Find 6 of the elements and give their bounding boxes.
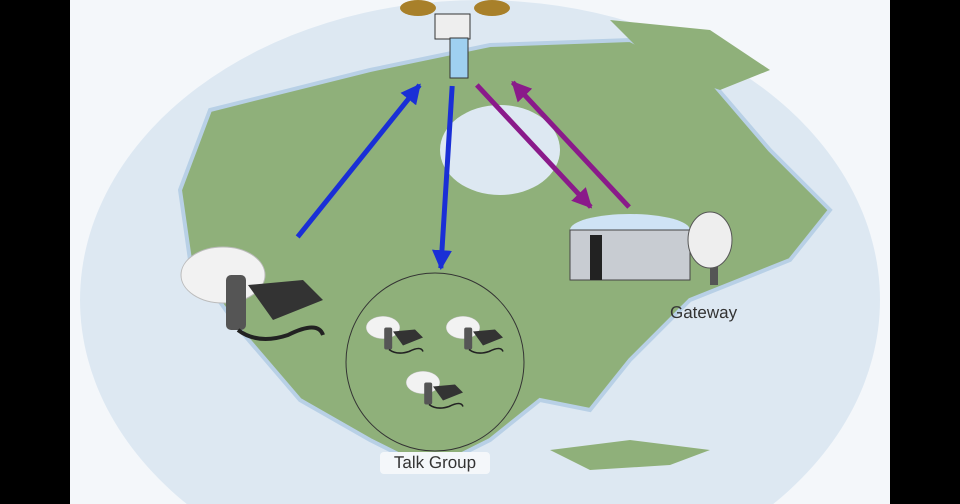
signal-arrow — [510, 80, 631, 209]
gateway-label: Gateway — [670, 302, 738, 324]
group-label: Talk Group — [380, 452, 490, 474]
signal-arrow — [432, 86, 455, 270]
signal-arrow — [296, 84, 422, 238]
signal-arrow — [475, 83, 593, 209]
